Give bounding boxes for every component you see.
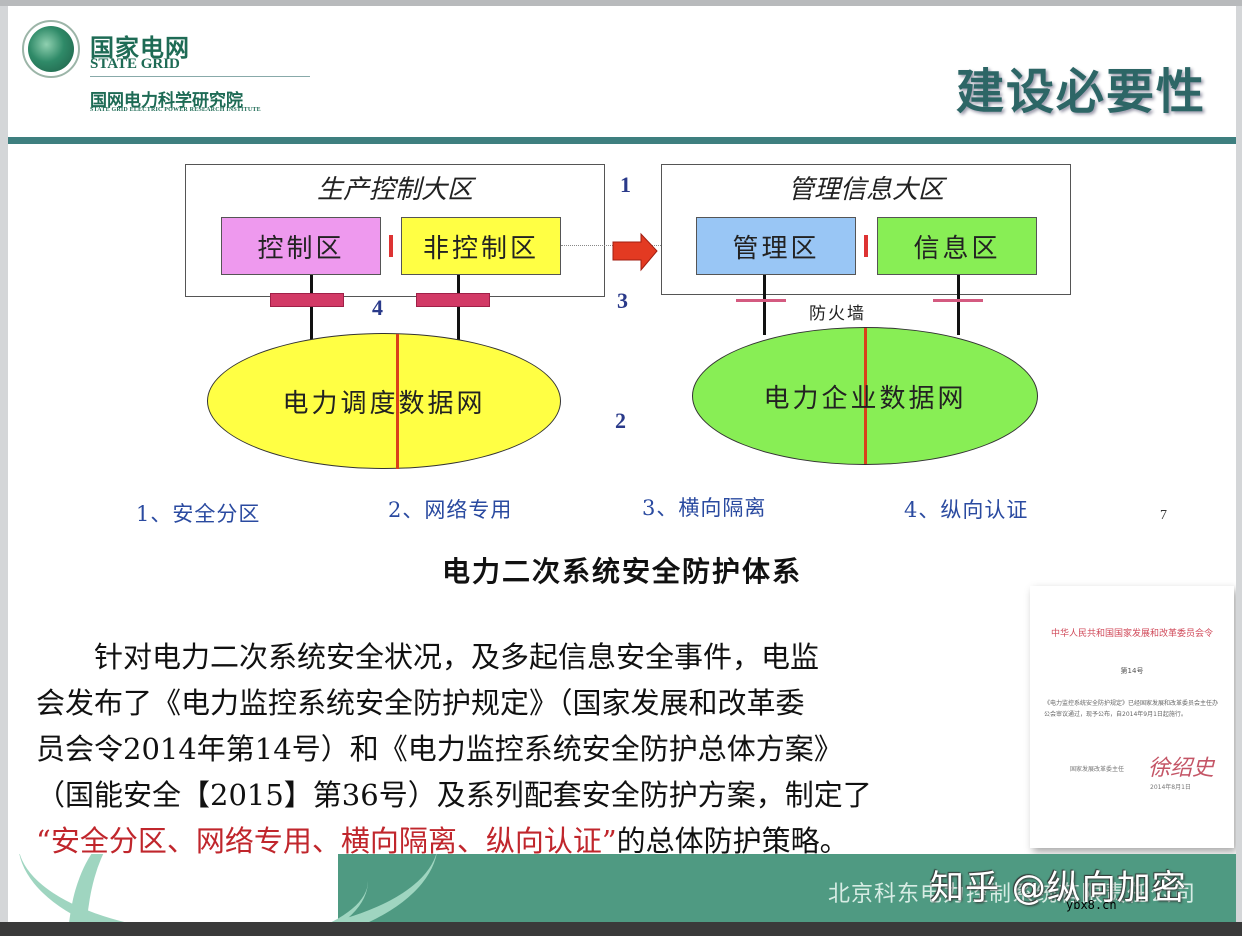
decree-number: 第14号: [1120, 667, 1144, 675]
control-area-uplink: [310, 275, 313, 340]
decree-signer-label: 国家发展改革委主任: [1070, 766, 1125, 773]
body-line-4: （国能安全【2015】第36号）及系列配套安全防护方案，制定了: [36, 778, 872, 812]
zhihu-watermark: 知乎 @纵向加密: [930, 868, 1187, 908]
legend-horizontal-isolation: 3、横向隔离: [642, 496, 767, 520]
decree-heading: 中华人民共和国国家发展和改革委员会令: [1050, 629, 1213, 639]
management-area-uplink: [763, 275, 766, 335]
brand-name-en: STATE GRID: [90, 56, 180, 72]
body-line-5: “安全分区、网络专用、横向隔离、纵向认证”的总体防护策略。: [36, 818, 1016, 864]
management-zone-title: 管理信息大区: [787, 175, 944, 205]
production-zone-title: 生产控制大区: [316, 175, 473, 205]
information-area-uplink: [957, 275, 960, 335]
body-line-1: 针对电力二次系统安全状况，及多起信息安全事件，电监: [36, 640, 820, 674]
watermark-url: ybx8.cn: [1066, 898, 1117, 912]
footer-band: 北京科东电力控制系统有限责任公司: [8, 854, 1236, 922]
firewall-marker-2: [933, 299, 983, 302]
information-area-label: 信息区: [913, 233, 1001, 264]
information-area: 信息区: [877, 217, 1037, 275]
management-area: 管理区: [696, 217, 856, 275]
dispatch-network-split-line: [396, 334, 399, 469]
legend-security-zoning: 1、安全分区: [136, 502, 261, 526]
horizontal-isolation-arrow-icon: [612, 232, 658, 272]
legend-dedicated-network: 2、网络专用: [388, 498, 513, 522]
slide-title: 建设必要性: [955, 64, 1206, 120]
decree-body: 《电力监控系统安全防护规定》已经国家发展和改革委员会主任办公会审议通过，现予公布…: [1044, 700, 1219, 718]
marker-2: 2: [615, 408, 626, 433]
marker-3: 3: [617, 288, 628, 313]
decree-document-thumbnail: 中华人民共和国国家发展和改革委员会令 第14号 《电力监控系统安全防护规定》已经…: [1030, 586, 1234, 848]
firewall-marker-1: [736, 299, 786, 302]
enterprise-data-network-label: 电力企业数据网: [763, 383, 967, 414]
body-line-5-rest: 的总体防护策略。: [616, 824, 849, 858]
strategy-highlight: “安全分区、网络专用、横向隔离、纵向认证”: [36, 824, 617, 858]
non-control-area-label: 非控制区: [422, 233, 539, 264]
non-control-area-uplink: [457, 275, 460, 340]
state-grid-logo-ring: [22, 20, 80, 78]
body-line-3: 员会令2014年第14号）和《电力监控系统安全防护总体方案》: [36, 732, 843, 766]
institute-name-cn: 国网电力科学研究院: [90, 91, 243, 111]
firewall-label: 防火墙: [809, 304, 866, 324]
dispatch-data-network-label: 电力调度数据网: [282, 388, 486, 419]
institute-name-en: STATE GRID ELECTRIC POWER RESEARCH INSTI…: [90, 107, 261, 113]
brand-divider: [90, 76, 310, 77]
vertical-auth-device-2: [416, 293, 490, 307]
body-paragraph: 针对电力二次系统安全状况，及多起信息安全事件，电监 会发布了《电力监控系统安全防…: [36, 634, 1016, 864]
control-area-label: 控制区: [257, 233, 345, 264]
body-line-2: 会发布了《电力监控系统安全防护规定》（国家发展和改革委: [36, 686, 805, 720]
slide: 国家电网 STATE GRID 国网电力科学研究院 STATE GRID ELE…: [8, 6, 1236, 922]
state-grid-globe-logo-icon: [28, 26, 74, 72]
window-top-edge: [0, 0, 1242, 6]
vertical-auth-device-1: [270, 293, 344, 307]
decree-date: 2014年8月1日: [1150, 784, 1191, 791]
non-control-area: 非控制区: [401, 217, 561, 275]
enterprise-network-split-line: [864, 328, 867, 464]
internal-isolation-marker-2: [864, 235, 868, 257]
internal-isolation-marker: [389, 235, 393, 257]
window-bottom-edge: [0, 922, 1242, 936]
globe-arc-decoration-3: [68, 854, 206, 922]
page-number: 7: [1160, 508, 1167, 523]
marker-4: 4: [372, 295, 383, 320]
dispatch-data-network: 电力调度数据网: [207, 333, 561, 469]
diagram-caption: 电力二次系统安全防护体系: [441, 555, 802, 588]
brand-name-cn: 国家电网: [90, 34, 190, 62]
marker-1: 1: [620, 172, 631, 197]
decree-signature: 徐绍史: [1148, 756, 1215, 781]
control-area: 控制区: [221, 217, 381, 275]
title-divider-bar: [8, 137, 1236, 144]
legend-vertical-authentication: 4、纵向认证: [904, 498, 1029, 522]
management-area-label: 管理区: [732, 233, 820, 264]
footer-organization: 北京科东电力控制系统有限责任公司: [827, 882, 1196, 907]
